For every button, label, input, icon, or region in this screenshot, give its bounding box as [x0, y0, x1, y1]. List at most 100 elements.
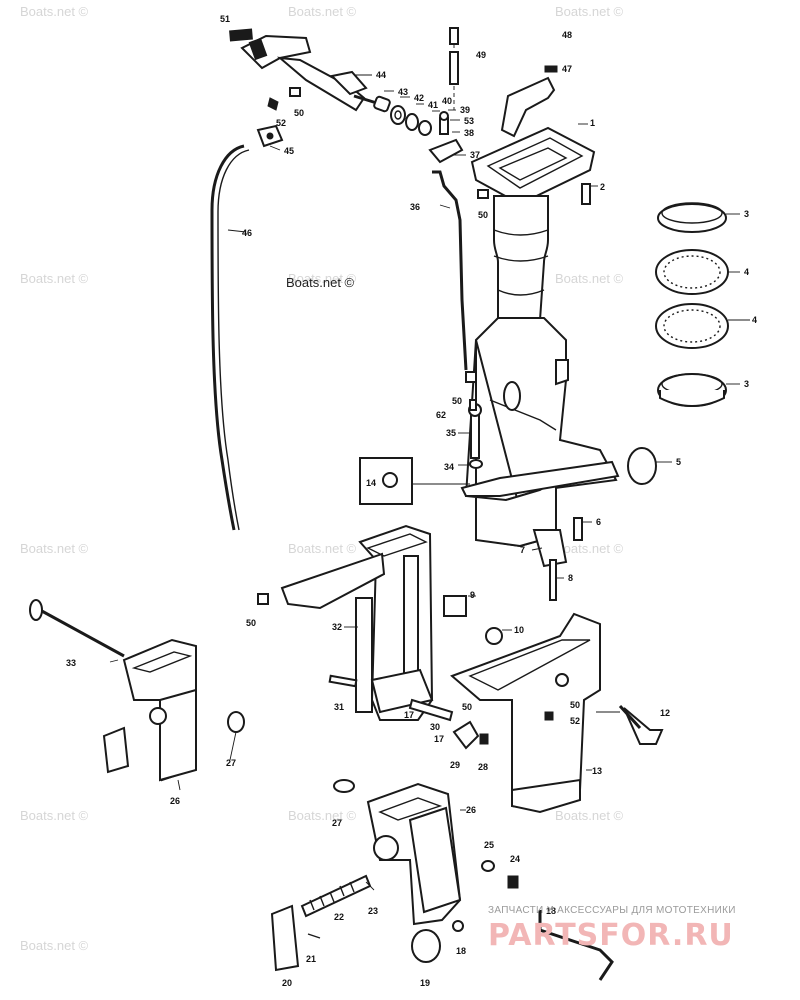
- bolt-35: [470, 413, 480, 459]
- plug-5: [627, 447, 657, 485]
- stern-bracket-lower: [366, 782, 462, 926]
- drive-shaft-housing: [460, 126, 620, 548]
- callout-number: 21: [306, 954, 316, 964]
- callout-number: 3: [744, 379, 749, 389]
- callout-number: 50: [246, 618, 256, 628]
- callout-number: 50: [570, 700, 580, 710]
- screw-48: [544, 65, 558, 73]
- callout-number: 51: [220, 14, 230, 24]
- callout-number: 49: [476, 50, 486, 60]
- callout-number: 44: [376, 70, 386, 80]
- callout-number: 2: [600, 182, 605, 192]
- screw-33: [39, 608, 125, 658]
- nut-28: [479, 733, 489, 745]
- disc-19: [411, 929, 441, 963]
- callout-number: 45: [284, 146, 294, 156]
- callout-number: 12: [660, 708, 670, 718]
- spring-22: [300, 874, 372, 918]
- callout-number: 22: [334, 912, 344, 922]
- watermark-tile: Boats.net ©: [20, 541, 89, 556]
- stern-bracket-right: [450, 612, 601, 814]
- watermark-tile: Boats.net ©: [20, 808, 89, 823]
- screw-2: [581, 183, 591, 205]
- callout-number: 18: [546, 906, 556, 916]
- callout-number: 25: [484, 840, 494, 850]
- swivel-bracket: [280, 524, 434, 721]
- throttle-rod-46: [210, 144, 245, 531]
- callout-number: 28: [478, 762, 488, 772]
- pin-30: [408, 698, 454, 722]
- callout-number: 50: [294, 108, 304, 118]
- watermark-tile: Boats.net ©: [555, 808, 624, 823]
- callout-number: 48: [562, 30, 572, 40]
- callout-number: 50: [462, 702, 472, 712]
- watermark-tile: Boats.net ©: [20, 271, 89, 286]
- callout-number: 8: [568, 573, 573, 583]
- washer-25: [481, 860, 495, 872]
- screw-18: [452, 920, 464, 932]
- callout-number: 47: [562, 64, 572, 74]
- callout-number: 39: [460, 105, 470, 115]
- callout-number: 52: [570, 716, 580, 726]
- callout-number: 1: [590, 118, 595, 128]
- plate-7: [532, 529, 568, 568]
- callout-number: 53: [464, 116, 474, 126]
- callout-number: 24: [510, 854, 520, 864]
- leader-lines: [109, 74, 750, 811]
- tiller-handle: [240, 34, 381, 112]
- callout-number: 26: [466, 805, 476, 815]
- nut-52-lower: [544, 711, 554, 721]
- callout-number: 14: [366, 478, 376, 488]
- callout-number: 52: [276, 118, 286, 128]
- callout-number: 31: [334, 702, 344, 712]
- watermark-tile: Boats.net ©: [555, 541, 624, 556]
- callout-number: 17: [404, 710, 414, 720]
- callout-number: 50: [478, 210, 488, 220]
- callout-number: 46: [242, 228, 252, 238]
- pin-49: [449, 27, 459, 45]
- partsfor-logo: PARTSFOR.RU: [488, 918, 734, 953]
- callout-number: 35: [446, 428, 456, 438]
- callout-number: 3: [744, 209, 749, 219]
- watermark-tile: Boats.net ©: [20, 938, 89, 953]
- callout-number: 9: [470, 590, 475, 600]
- watermark-tile: Boats.net ©: [20, 4, 89, 19]
- pin-6: [573, 517, 583, 541]
- callout-number: 17: [434, 734, 444, 744]
- callout-number: 50: [452, 396, 462, 406]
- callout-number: 37: [470, 150, 480, 160]
- callout-number: 4: [744, 267, 749, 277]
- callout-number: 5: [676, 457, 681, 467]
- bolt-8: [549, 559, 557, 601]
- callout-number: 43: [398, 87, 408, 97]
- callout-number: 42: [414, 93, 424, 103]
- handle-20: [270, 904, 300, 972]
- callout-number: 7: [520, 545, 525, 555]
- bushing-10: [485, 627, 503, 645]
- callout-number: 26: [170, 796, 180, 806]
- callout-number: 19: [420, 978, 430, 988]
- watermark-tile: Boats.net ©: [288, 271, 357, 286]
- callout-number: 23: [368, 906, 378, 916]
- stern-bracket-left: [102, 638, 197, 782]
- screw-31: [328, 674, 358, 688]
- lever-29: [452, 720, 480, 750]
- handle-12: [623, 707, 664, 745]
- watermark-main: Boats.net ©: [286, 275, 355, 290]
- shift-rod-36: [432, 170, 468, 371]
- pin-50-top: [289, 87, 301, 97]
- callout-labels: 51 49 48 47 44 43 42 41 40 39 53 38 37 5…: [66, 14, 757, 988]
- bearing-set: [655, 202, 729, 407]
- footer-tagline: ЗАПЧАСТИ И АКСЕССУАРЫ ДЛЯ МОТОТЕХНИКИ: [488, 905, 736, 916]
- callout-number: 27: [332, 818, 342, 828]
- callout-number: 38: [464, 128, 474, 138]
- callout-number: 32: [332, 622, 342, 632]
- callout-number: 30: [430, 722, 440, 732]
- cover-47: [500, 76, 556, 138]
- callout-number: 27: [226, 758, 236, 768]
- callout-number: 18: [456, 946, 466, 956]
- nut-50: [477, 189, 489, 199]
- callout-number: 33: [66, 658, 76, 668]
